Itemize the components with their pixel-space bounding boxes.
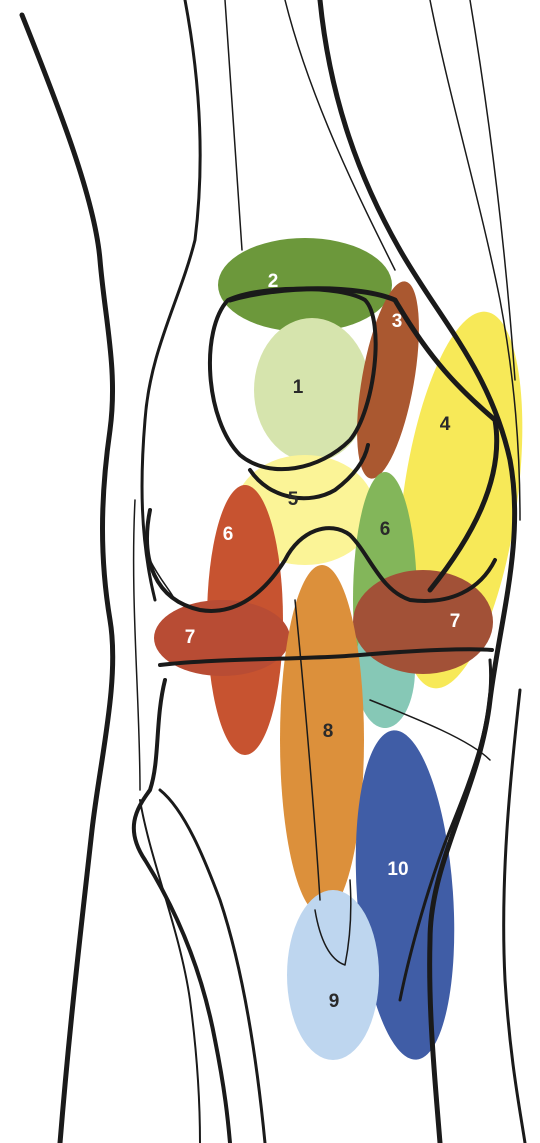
zone-label-7-left: 7 [185, 627, 196, 648]
tendon-line-1 [285, 0, 395, 270]
zone-label-5: 5 [288, 489, 299, 510]
tibia-outline-left [134, 680, 230, 1143]
zone-label-6-left: 6 [223, 524, 234, 545]
zone-label-2: 2 [268, 271, 279, 292]
leg-outline-left [22, 15, 113, 1143]
leg-outline-right-inner [504, 690, 525, 1143]
side-line-left [134, 500, 140, 790]
zone-label-10: 10 [387, 859, 408, 880]
femur-right [225, 0, 242, 250]
zone-label-3: 3 [392, 311, 403, 332]
zone-9-shape [287, 890, 379, 1060]
zone-label-4: 4 [440, 414, 451, 435]
zone-label-9: 9 [329, 991, 340, 1012]
zone-label-1: 1 [293, 377, 304, 398]
fibula-left [160, 790, 265, 1143]
zone-1-shape [254, 318, 370, 462]
zone-label-6-right: 6 [380, 519, 391, 540]
zone-2-shape [218, 238, 392, 332]
zone-label-7-right: 7 [450, 611, 461, 632]
fibula-right [140, 800, 200, 1143]
zone-label-8: 8 [323, 721, 334, 742]
